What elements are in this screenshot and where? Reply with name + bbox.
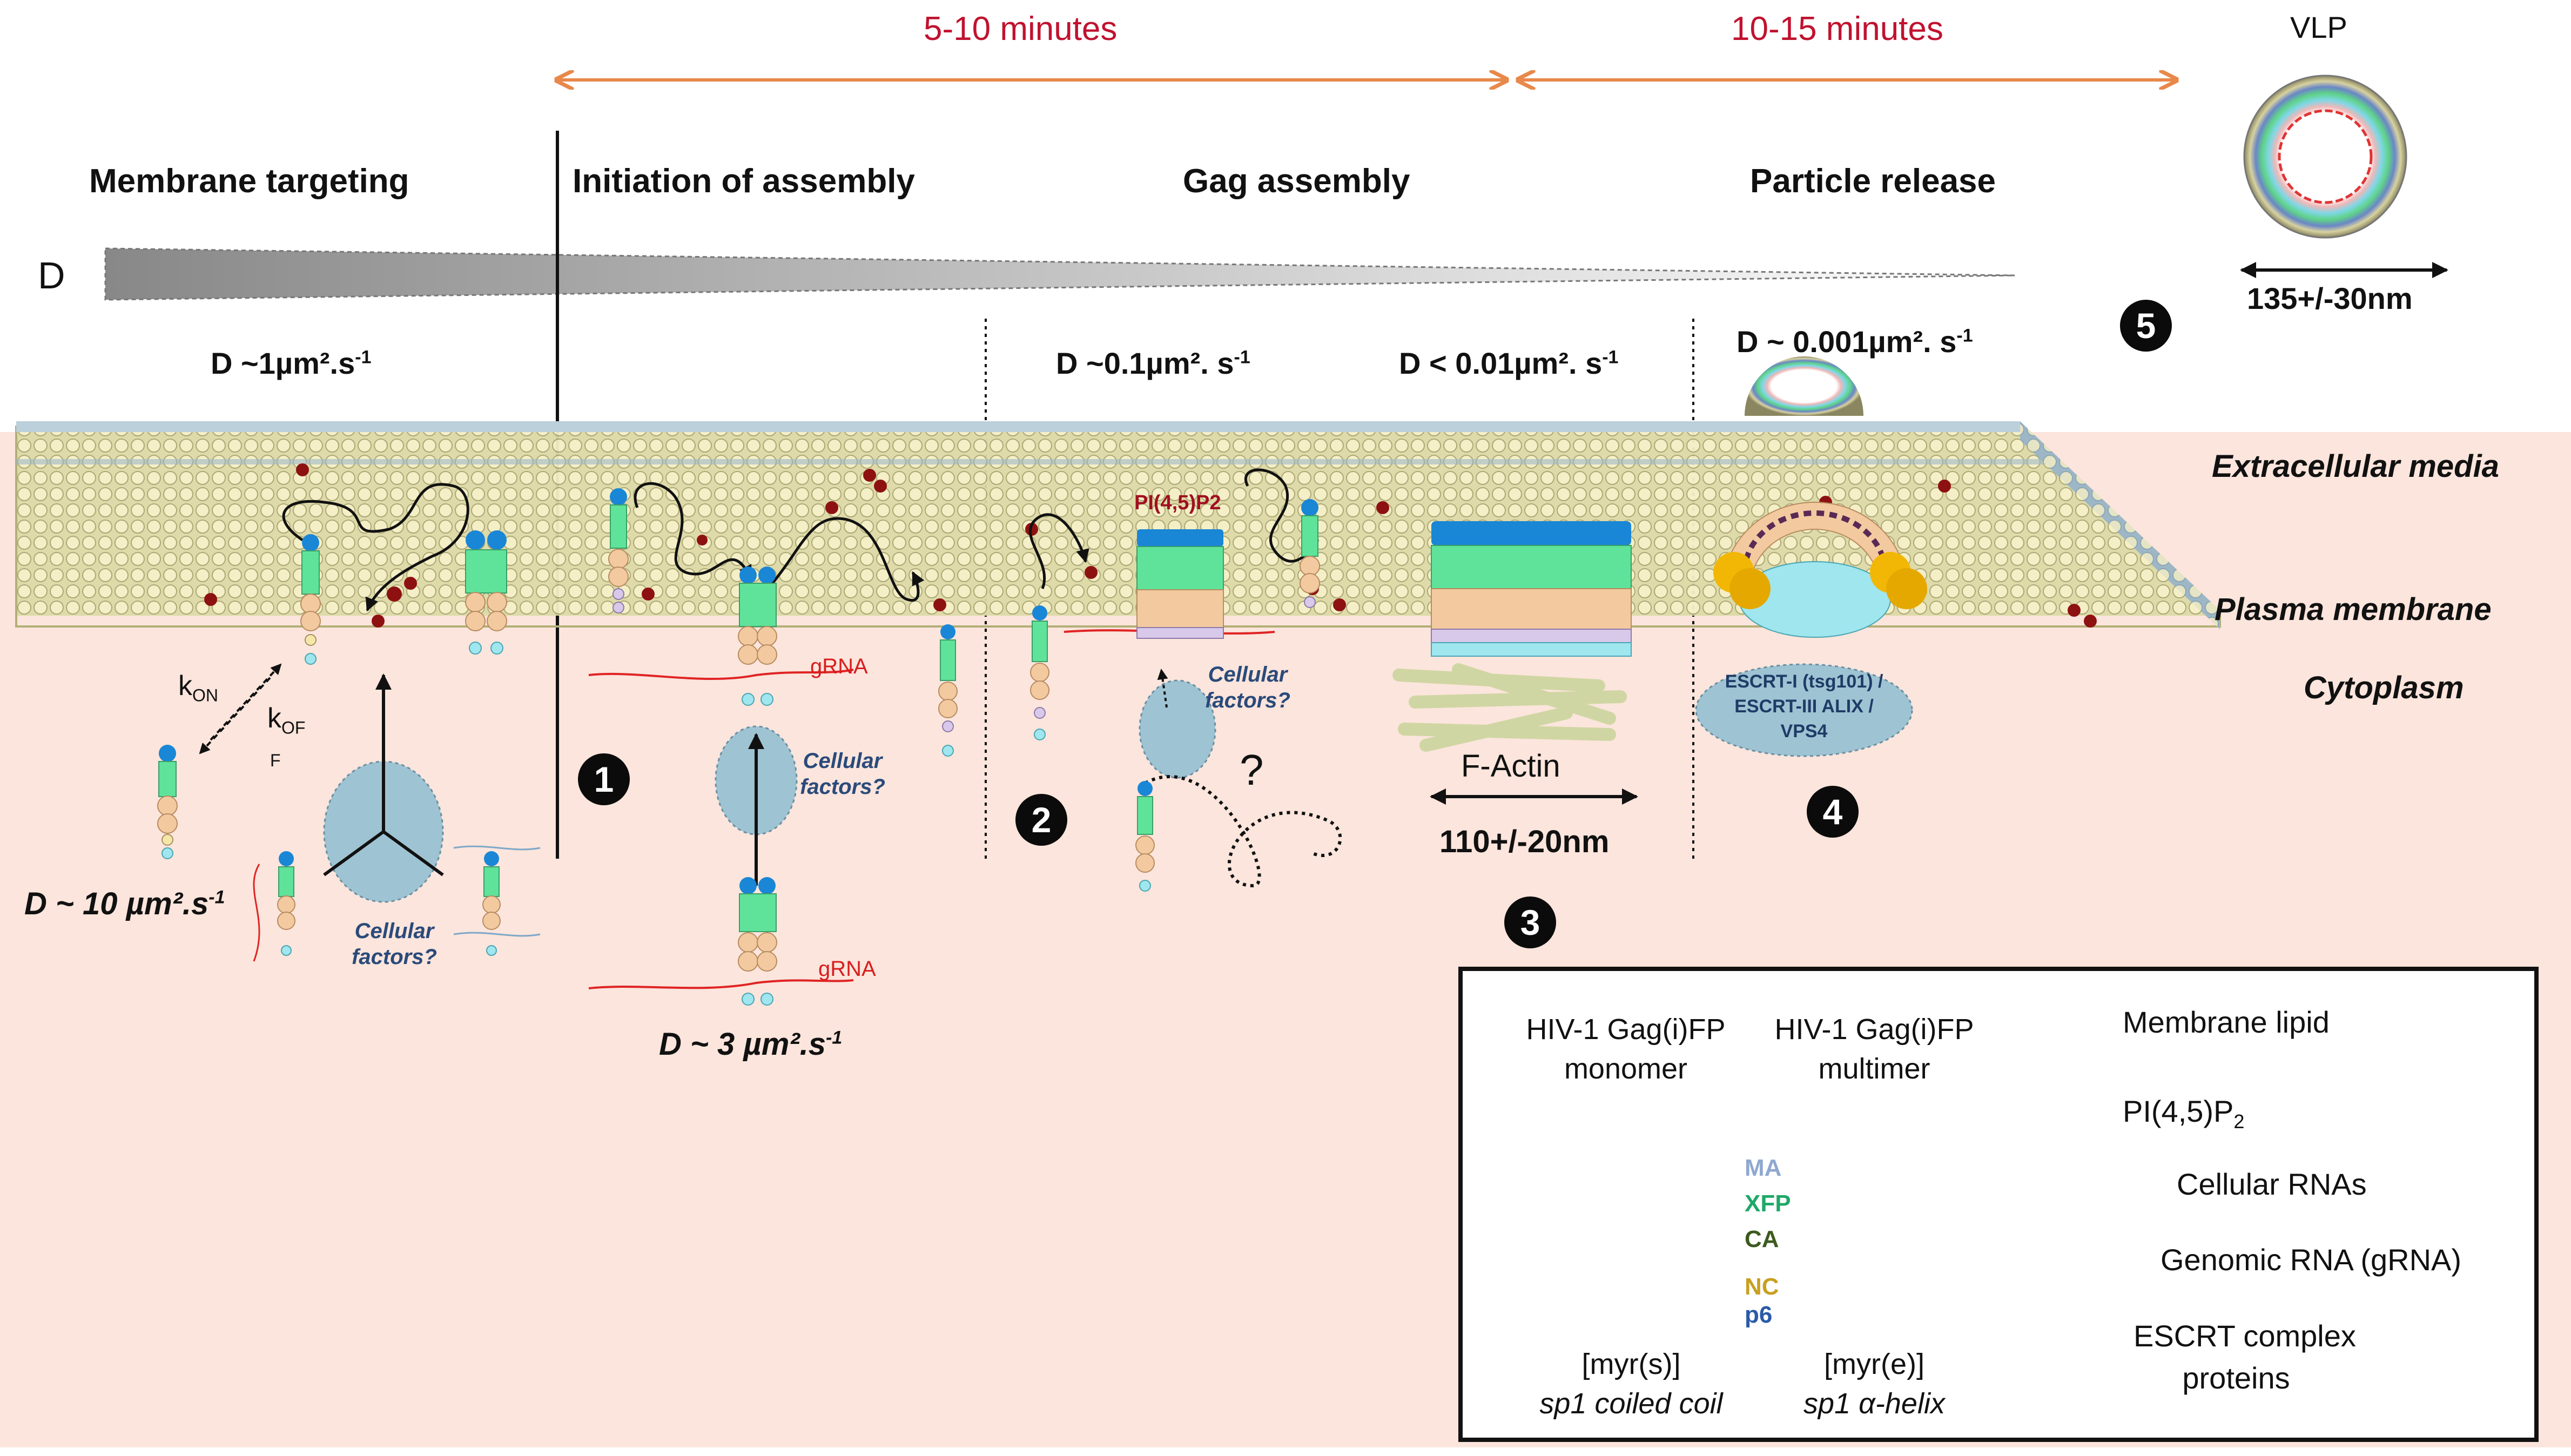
gag-monomer-cytoplasm-2 xyxy=(277,851,295,956)
legend-domain-list: MA XFP CA NC p6 xyxy=(1745,1150,1791,1333)
stage-gag-assembly: Gag assembly xyxy=(1183,163,1410,200)
unknown-path xyxy=(1144,775,1342,888)
gag-multimer-small xyxy=(1136,529,1224,639)
legend-domain-nc: NC xyxy=(1745,1273,1779,1300)
diffusion-trajectories xyxy=(282,468,1320,612)
step-4-badge: 4 xyxy=(1807,786,1859,838)
plasma-membrane-label: Plasma membrane xyxy=(2215,592,2492,627)
plasma-membrane xyxy=(15,421,2221,629)
stage-initiation: Initiation of assembly xyxy=(573,163,915,200)
gag-monomer-membrane-4 xyxy=(1300,499,1320,608)
koff-label: kOF xyxy=(267,703,306,738)
stage-particle-release: Particle release xyxy=(1750,163,1996,200)
grna-small xyxy=(253,864,260,962)
grna-line-1 xyxy=(588,669,854,680)
cellular-rna-small-2 xyxy=(453,932,541,937)
cellular-factors-ellipse-3 xyxy=(1139,679,1216,779)
gag-dimer-cytoplasm xyxy=(738,877,777,1006)
legend-domain-ma: MA xyxy=(1745,1155,1782,1181)
vlp-particle xyxy=(2240,75,2448,278)
extracellular-white xyxy=(0,0,2571,432)
diffusion-axis-label: D xyxy=(38,254,65,296)
legend-genomic-rna: Genomic RNA (gRNA) xyxy=(2161,1243,2462,1277)
step-3-badge: 3 xyxy=(1504,896,1556,948)
step-1-badge: 1 xyxy=(578,753,630,805)
actin-size-label: 110+/-20nm xyxy=(1439,824,1610,859)
kon-arrow xyxy=(210,663,282,741)
gag-monomer-membrane-1 xyxy=(300,534,321,665)
gag-molecules xyxy=(157,356,1927,1006)
legend-multimer-caption: [myr(e)]sp1 α-helix xyxy=(1803,1348,1945,1420)
trajectory-4 xyxy=(1028,513,1089,589)
trajectory-5 xyxy=(1244,468,1320,563)
gag-monomer-cytoplasm-5 xyxy=(1135,781,1155,892)
gag-monomer-membrane-2 xyxy=(608,488,629,614)
grna-line-2 xyxy=(588,979,854,989)
gag-dimer-membrane-2 xyxy=(738,567,777,706)
cellular-factors-3: Cellular factors? xyxy=(1205,663,1290,712)
legend-cellular-rnas: Cellular RNAs xyxy=(2177,1167,2367,1201)
gag-monomer-membrane-3 xyxy=(1030,605,1049,740)
escrt-ellipse xyxy=(1695,663,1913,757)
timeline-label-10-15: 10-15 minutes xyxy=(1731,10,1943,48)
legend-membrane-lipid: Membrane lipid xyxy=(2123,1005,2330,1039)
legend-domain-ca: CA xyxy=(1745,1226,1779,1252)
legend-domain-xfp: XFP xyxy=(1745,1190,1791,1217)
trajectory-3 xyxy=(771,517,925,602)
vlp-label: VLP xyxy=(2290,10,2347,44)
diffusion-0-1: D ~0.1µm². s-1 xyxy=(1056,346,1250,380)
gag-multimer-large xyxy=(1431,521,1632,657)
trajectory-1 xyxy=(282,483,469,612)
cellular-rna-small-1 xyxy=(453,845,541,851)
step-5-badge: 5 xyxy=(2120,300,2172,352)
kon-label: kON xyxy=(178,670,218,705)
f-actin-filaments xyxy=(1392,663,1627,752)
grna-label-1: gRNA xyxy=(810,655,868,678)
diffusion-3: D ~ 3 µm².s-1 xyxy=(659,1027,843,1062)
step-2-badge: 2 xyxy=(1015,794,1067,846)
timeline-label-5-10: 5-10 minutes xyxy=(924,10,1118,48)
cytoplasm-label: Cytoplasm xyxy=(2304,670,2464,705)
grna-label-2: gRNA xyxy=(818,957,876,981)
diffusion-0-01: D < 0.01µm². s-1 xyxy=(1399,346,1619,380)
koff-label-f: F xyxy=(270,751,281,770)
unknown-question-mark: ? xyxy=(1240,746,1264,794)
gag-monomer-cytoplasm-3 xyxy=(482,851,501,956)
legend-domain-p6: p6 xyxy=(1745,1302,1773,1328)
diffusion-0-001: D ~ 0.001µm². s-1 xyxy=(1737,325,1973,359)
gag-monomer-cytoplasm-4 xyxy=(938,624,958,757)
f-actin-label: F-Actin xyxy=(1461,749,1560,784)
pip2-label: PI(4,5)P2 xyxy=(1134,491,1221,514)
diffusion-gradient-wedge xyxy=(104,247,2015,301)
legend-pip2: PI(4,5)P2 xyxy=(2123,1094,2245,1133)
gag-monomer-cytoplasm-1 xyxy=(157,745,178,859)
trajectory-2 xyxy=(634,482,752,579)
diffusion-10: D ~ 10 µm².s-1 xyxy=(24,886,225,921)
cellular-factors-2: Cellular factors? xyxy=(800,749,885,799)
escrt-text: ESCRT-I (tsg101) /ESCRT-III ALIX /VPS4 xyxy=(1725,671,1883,742)
budding-particle xyxy=(1713,356,1927,638)
diffusion-1: D ~1µm².s-1 xyxy=(211,346,372,380)
vlp-size-label: 135+/-30nm xyxy=(2247,281,2413,315)
stage-membrane-targeting: Membrane targeting xyxy=(89,163,409,200)
gag-dimer-membrane-1 xyxy=(465,530,507,655)
legend-box xyxy=(1458,967,2539,1442)
legend-monomer-caption: [myr(s)]sp1 coiled coil xyxy=(1539,1348,1723,1420)
extracellular-media-label: Extracellular media xyxy=(2212,449,2499,484)
koff-arrow xyxy=(199,677,271,754)
cellular-factors-1: Cellular factors? xyxy=(352,919,437,969)
